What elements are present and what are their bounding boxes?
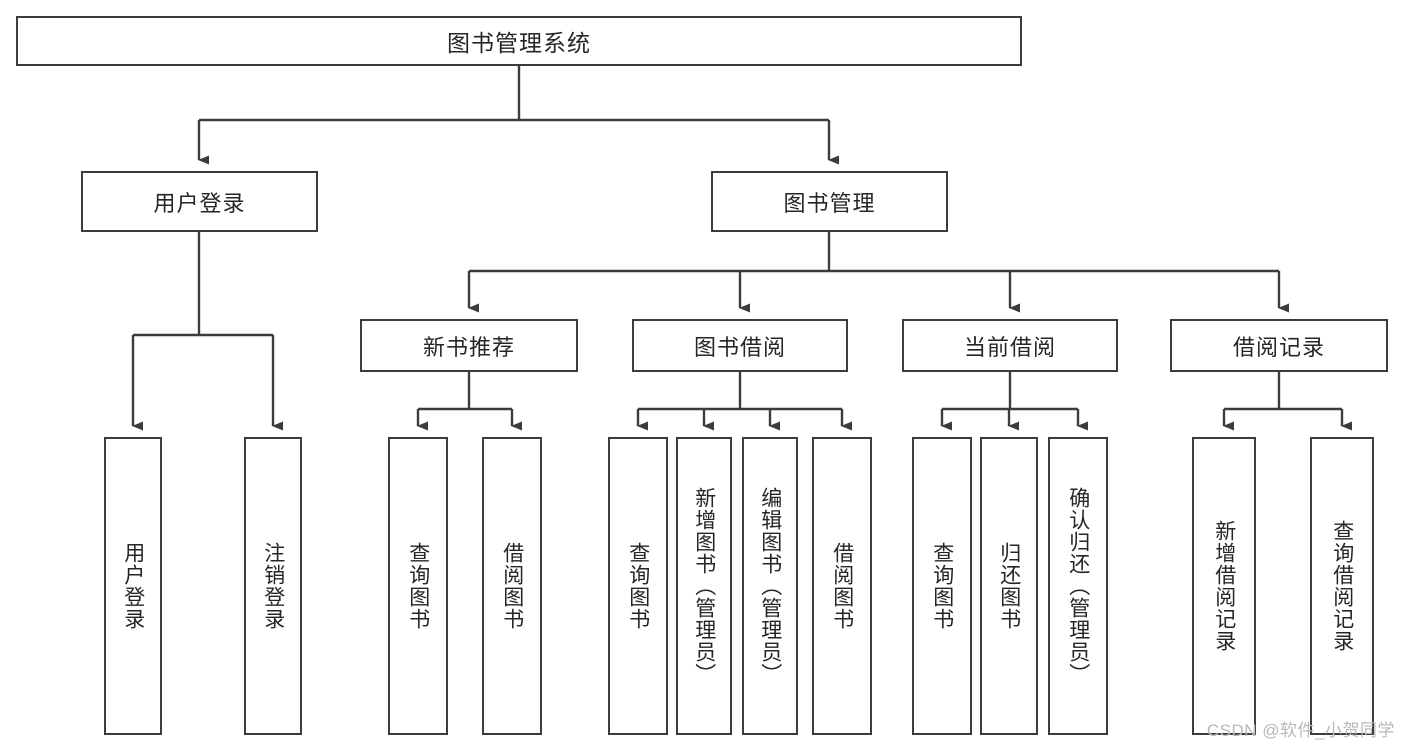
node-leaf-5[interactable]: 查询图书 — [608, 437, 668, 735]
node-level3-2[interactable]: 图书借阅 — [632, 319, 848, 372]
node-level3-1[interactable]: 新书推荐 — [360, 319, 578, 372]
node-level3-3[interactable]: 当前借阅 — [902, 319, 1118, 372]
node-leaf-8[interactable]: 借阅图书 — [812, 437, 872, 735]
node-root-system[interactable]: 图书管理系统 — [16, 16, 1022, 66]
node-leaf-13[interactable]: 查询借阅记录 — [1310, 437, 1374, 735]
node-leaf-4[interactable]: 借阅图书 — [482, 437, 542, 735]
node-leaf-2[interactable]: 注销登录 — [244, 437, 302, 735]
node-level3-4[interactable]: 借阅记录 — [1170, 319, 1388, 372]
node-leaf-12[interactable]: 新增借阅记录 — [1192, 437, 1256, 735]
node-leaf-10[interactable]: 归还图书 — [980, 437, 1038, 735]
node-leaf-3[interactable]: 查询图书 — [388, 437, 448, 735]
node-level2-1[interactable]: 用户登录 — [81, 171, 318, 232]
node-level2-2[interactable]: 图书管理 — [711, 171, 948, 232]
node-leaf-1[interactable]: 用户登录 — [104, 437, 162, 735]
node-leaf-11[interactable]: 确认归还（管理员） — [1048, 437, 1108, 735]
node-leaf-7[interactable]: 编辑图书（管理员） — [742, 437, 798, 735]
node-leaf-6[interactable]: 新增图书（管理员） — [676, 437, 732, 735]
node-leaf-9[interactable]: 查询图书 — [912, 437, 972, 735]
